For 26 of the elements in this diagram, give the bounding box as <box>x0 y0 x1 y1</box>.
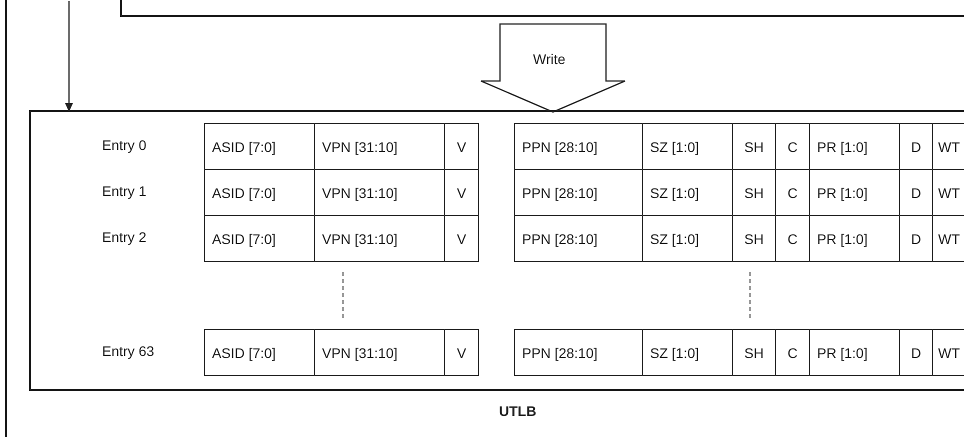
table-cell: PPN [28:10] <box>514 329 643 376</box>
block-arrow <box>480 23 626 113</box>
row-label: Entry 63 <box>102 343 154 359</box>
row-label: Entry 0 <box>102 137 146 153</box>
arrow <box>65 1 73 112</box>
block-title: UTLB <box>499 403 536 419</box>
table-cell: PR [1:0] <box>809 329 900 376</box>
outer-frame <box>5 0 964 437</box>
table-cell: D <box>899 329 933 376</box>
table-cell: V <box>444 329 479 376</box>
table-cell: PPN [28:10] <box>514 123 643 170</box>
table-cell: VPN [31:10] <box>314 329 445 376</box>
table-cell: PPN [28:10] <box>514 215 643 262</box>
table-cell: V <box>444 123 479 170</box>
edge-label: Write <box>533 51 566 67</box>
row-label: Entry 2 <box>102 229 146 245</box>
table-cell: ASID [7:0] <box>204 329 315 376</box>
table-cell: SH <box>732 329 776 376</box>
table-cell: ASID [7:0] <box>204 215 315 262</box>
row-label: Entry 1 <box>102 183 146 199</box>
table-cell: V <box>444 215 479 262</box>
table-cell: SZ [1:0] <box>642 329 733 376</box>
upper-block <box>120 0 964 17</box>
table-cell: C <box>775 329 810 376</box>
table-cell: ASID [7:0] <box>204 123 315 170</box>
table-cell: WT <box>932 329 964 376</box>
